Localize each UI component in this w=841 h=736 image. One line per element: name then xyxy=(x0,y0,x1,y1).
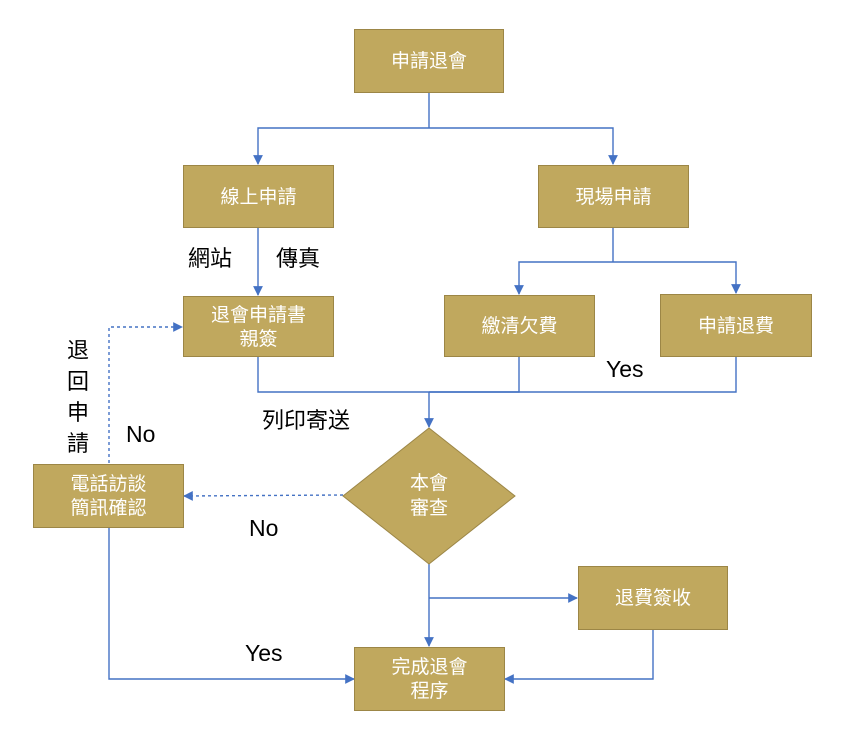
node-refund-receipt: 退費簽收 xyxy=(578,566,728,630)
node-signed-form: 退會申請書 親簽 xyxy=(183,296,334,357)
label-print-mail: 列印寄送 xyxy=(262,409,351,434)
connector-phone-to-complete xyxy=(108,528,355,684)
node-pay-arrears: 繳清欠費 xyxy=(444,295,595,357)
connector-arrears-to-merge xyxy=(429,357,520,393)
label-return-application: 退回申請 xyxy=(66,339,89,457)
label-no-bottom: No xyxy=(249,515,279,541)
label-fax: 傳真 xyxy=(276,247,321,272)
connector-form-to-merge xyxy=(257,357,429,393)
node-phone-sms-confirm: 電話訪談 簡訊確認 xyxy=(33,464,184,528)
connector-review-to-phone xyxy=(183,491,344,501)
label-no-top: No xyxy=(126,421,156,447)
connector-to-online xyxy=(253,127,429,165)
node-apply-refund: 申請退費 xyxy=(660,294,812,357)
review-diamond xyxy=(342,427,516,565)
connector-to-onsite xyxy=(429,127,618,165)
label-yes-right: Yes xyxy=(606,356,644,382)
node-onsite-apply: 現場申請 xyxy=(538,165,689,228)
connector-to-arrears xyxy=(514,261,613,295)
connector-to-refund xyxy=(613,261,741,294)
connector-receipt-to-complete xyxy=(504,630,654,684)
node-apply-withdraw: 申請退會 xyxy=(354,29,504,93)
node-complete: 完成退會 程序 xyxy=(354,647,505,711)
label-website: 網站 xyxy=(188,247,233,272)
label-yes-bottom: Yes xyxy=(245,640,283,666)
node-online-apply: 線上申請 xyxy=(183,165,334,228)
node-review-label: 本會 審查 xyxy=(409,472,448,519)
connector-refund-to-merge xyxy=(429,357,737,393)
